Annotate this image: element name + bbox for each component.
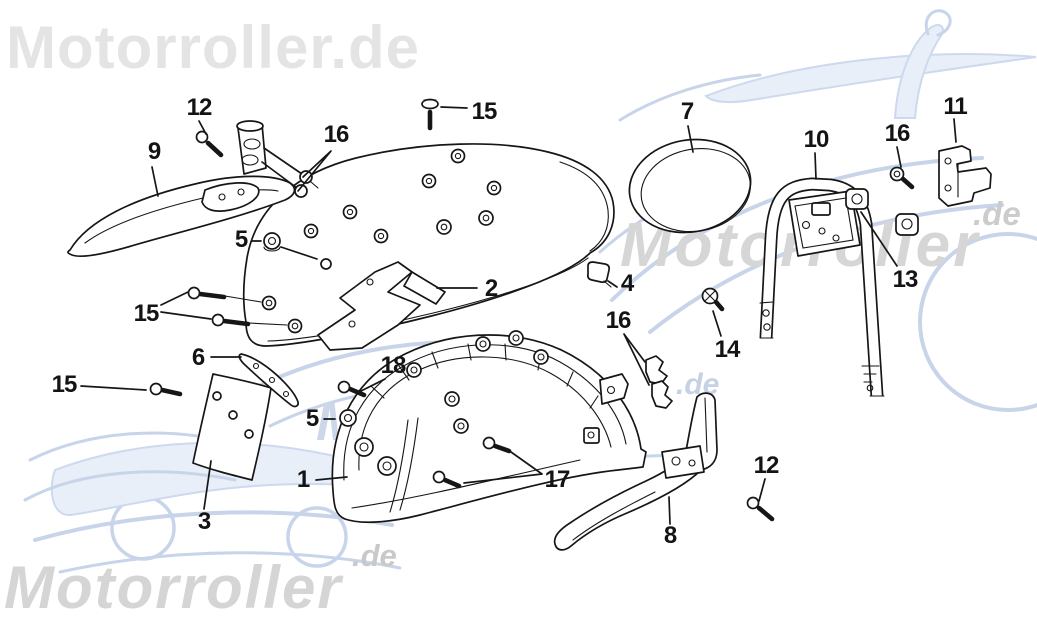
grommet-5b (339, 409, 357, 427)
screw-15-mid-b (211, 313, 303, 334)
part-callout-8: 8 (663, 522, 677, 549)
part-6-strip (238, 353, 299, 408)
part-callout-16: 16 (605, 307, 632, 334)
fender-stay-bracket (317, 261, 446, 351)
clips-16-middle (645, 355, 673, 409)
watermark-bottom-left: Motorroller (4, 554, 344, 621)
part-3-mud-flap (192, 373, 272, 481)
grommet-5a (263, 232, 281, 252)
part-callout-16: 16 (884, 120, 911, 147)
screw-15-mid-a (187, 286, 277, 311)
screw-17-a (432, 470, 462, 489)
part-16-screw-right (889, 166, 915, 190)
part-callout-3: 3 (197, 508, 211, 535)
part-callout-13: 13 (892, 266, 919, 293)
part-14-screw (701, 287, 725, 312)
part-11-bracket (938, 145, 992, 207)
part-2-rear-fender (242, 143, 615, 347)
part-callout-15: 15 (51, 371, 78, 398)
fender-bolts (303, 148, 502, 244)
part-callout-14: 14 (714, 336, 741, 363)
part-callout-6: 6 (191, 344, 205, 371)
part-13-nuts (845, 188, 919, 236)
part-callout-18: 18 (380, 352, 407, 379)
part-callout-4: 4 (620, 270, 634, 297)
part-8-side-bracket (553, 392, 718, 551)
part-callout-2: 2 (484, 275, 498, 302)
screw-18 (337, 380, 367, 398)
part-callout-1: 1 (296, 466, 310, 493)
part-callout-11: 11 (943, 93, 967, 120)
part-4-clip (586, 261, 612, 288)
part-callout-9: 9 (147, 138, 161, 165)
screw-15-low (149, 382, 183, 397)
part-callout-17: 17 (544, 466, 571, 493)
part-callout-15: 15 (471, 98, 498, 125)
screw-15-top (421, 98, 439, 131)
watermark-right-de: .de (973, 195, 1021, 232)
part-callout-5: 5 (234, 226, 248, 253)
screw-12-bottom (746, 496, 775, 522)
watermark-top-left: Motorroller.de (6, 14, 420, 81)
part-callout-12: 12 (753, 452, 780, 479)
part-callout-12: 12 (186, 94, 213, 121)
part-9-grab-rail (67, 120, 319, 257)
screw-12-top (195, 130, 224, 158)
part-7-backrest-pad (628, 138, 752, 234)
leader-lines (80, 106, 957, 525)
part-1-inner-fender (331, 330, 647, 524)
part-callout-10: 10 (803, 126, 830, 153)
part-callout-16: 16 (323, 121, 350, 148)
part-callout-15: 15 (133, 300, 160, 327)
part-callout-5: 5 (305, 405, 319, 432)
screw-17-b (482, 436, 512, 454)
watermark-bottom-left-de: .de (352, 538, 397, 573)
part-callout-7: 7 (680, 98, 694, 125)
